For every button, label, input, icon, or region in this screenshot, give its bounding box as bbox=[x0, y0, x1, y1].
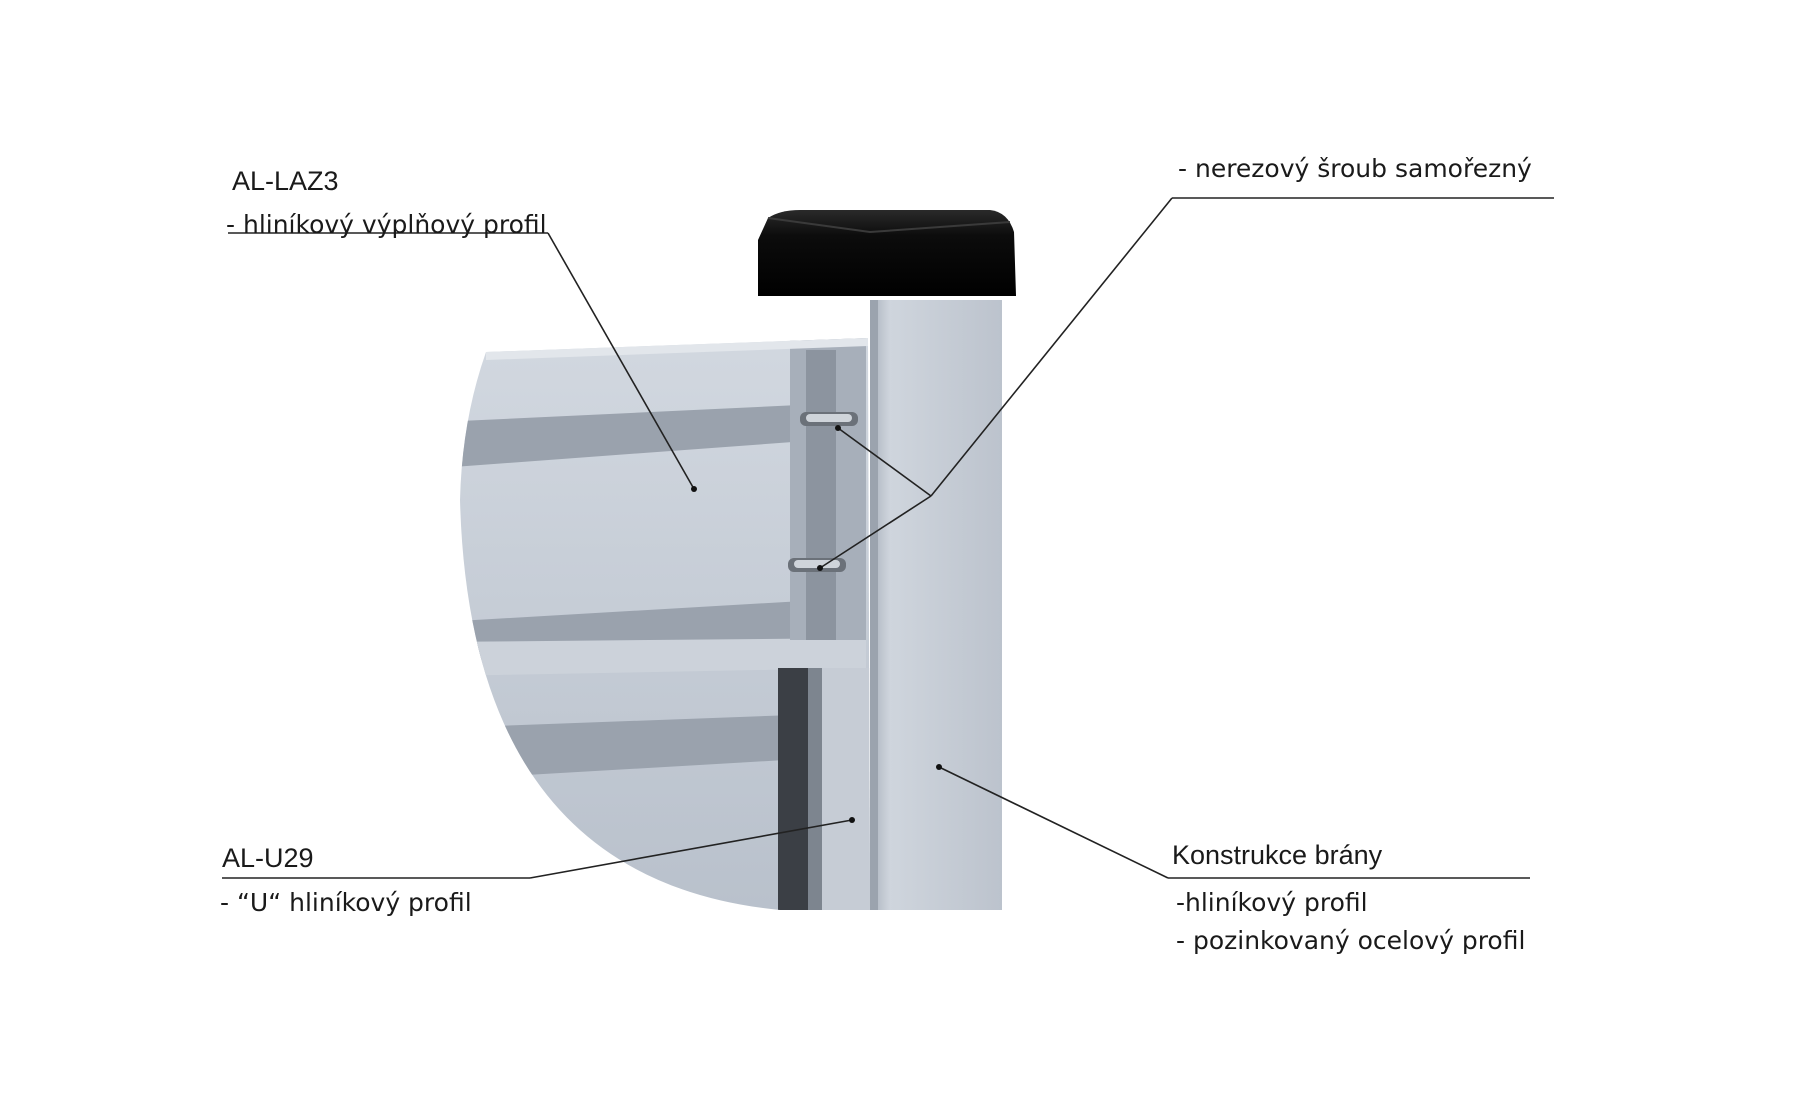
post-cap bbox=[758, 210, 1016, 296]
frame-line-2: - pozinkovaný ocelový profil bbox=[1176, 926, 1526, 955]
frame-line-1: -hliníkový profil bbox=[1176, 888, 1368, 917]
screw-lower bbox=[788, 558, 846, 572]
panel-groove bbox=[460, 714, 820, 780]
leader-lines bbox=[222, 197, 1554, 879]
frame-title: Konstrukce brány bbox=[1172, 840, 1383, 870]
screw-upper bbox=[800, 412, 858, 426]
u-profile bbox=[820, 668, 870, 910]
leader-dots bbox=[691, 425, 942, 823]
panel-groove bbox=[460, 404, 820, 468]
gate-post bbox=[870, 300, 1002, 910]
u29-title: AL-U29 bbox=[222, 843, 314, 873]
u-profile-shadow bbox=[778, 668, 808, 910]
laz3-title: AL-LAZ3 bbox=[232, 166, 339, 196]
screw-description: - nerezový šroub samořezný bbox=[1178, 154, 1532, 183]
laz3-description: - hliníkový výplňový profil bbox=[226, 210, 547, 239]
u29-description: - “U“ hliníkový profil bbox=[220, 888, 472, 917]
